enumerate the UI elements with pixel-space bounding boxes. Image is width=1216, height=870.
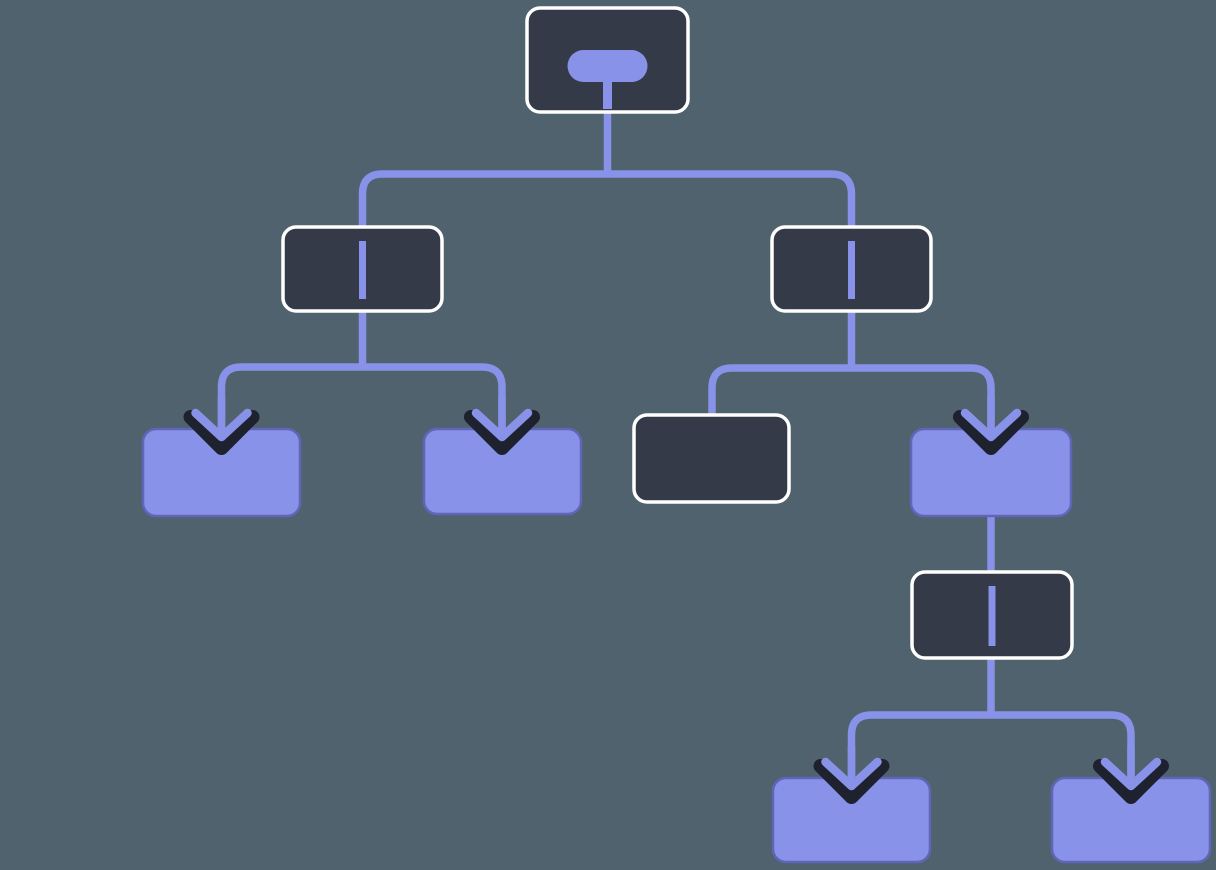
- arrow-outline-chevron: [953, 410, 1029, 455]
- arrow-head-chevron: [191, 408, 252, 442]
- arrow-outline-chevron: [813, 759, 890, 804]
- arrow-head-chevron: [1100, 757, 1162, 791]
- collapse-arrow-icon: [1093, 746, 1169, 804]
- arrow-outline-chevron: [183, 410, 260, 455]
- pill-shape: [567, 50, 648, 82]
- arrow-head-chevron: [471, 408, 533, 442]
- connector-right-branch-rail: [708, 364, 995, 430]
- arrow-head-chevron: [821, 757, 882, 791]
- node-layer: [141, 6, 1212, 864]
- arrow-layer: [183, 397, 1169, 804]
- connector-left-branch-rail: [217, 363, 506, 430]
- collapse-arrow-icon: [953, 397, 1029, 455]
- collapse-arrow-icon: [813, 746, 890, 804]
- collapse-arrow-icon: [183, 397, 260, 455]
- arrow-outline-chevron: [464, 410, 540, 455]
- pill-stem-shape: [603, 74, 612, 109]
- connector-level1-rail: [358, 170, 856, 370]
- arrow-outline-chevron: [1093, 759, 1169, 804]
- node-node-plain-dark[interactable]: [632, 413, 791, 504]
- arrow-head-chevron: [960, 408, 1022, 442]
- glyph-layer: [359, 50, 996, 646]
- collapse-arrow-icon: [464, 397, 540, 455]
- root-pill-icon: [567, 50, 648, 109]
- connector-bottom-branch-rail: [847, 711, 1135, 779]
